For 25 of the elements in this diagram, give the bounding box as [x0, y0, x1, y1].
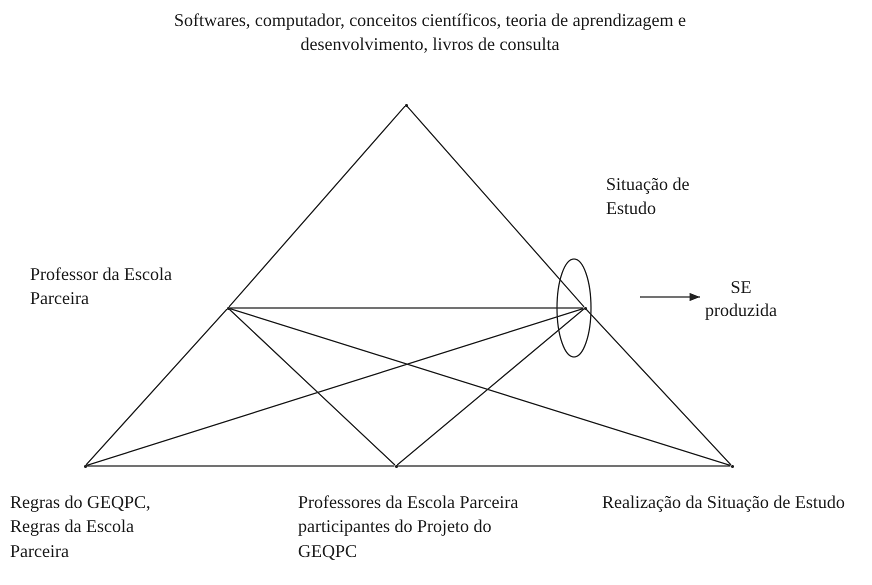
connector-line: [406, 106, 584, 308]
vertex-dot: [584, 306, 586, 310]
node-caption: Professor da Escola Parceira: [30, 263, 173, 310]
node-caption: Professores da Escola Parceira participantes do Projeto do GEQPC: [298, 491, 520, 563]
vertex-dot: [730, 464, 734, 468]
vertex-dot: [394, 464, 398, 468]
vertex-dot: [84, 464, 86, 468]
connector-line: [229, 308, 731, 466]
connector-line: [228, 308, 396, 466]
node-caption: Regras do GEQPC, Regras da Escola Parceira: [10, 491, 152, 563]
vertex-dot: [226, 306, 230, 310]
connector-line: [398, 465, 730, 467]
connector-line: [396, 308, 584, 466]
connector-line: [230, 307, 584, 309]
connector-line: [228, 106, 406, 308]
connector-line: [86, 465, 394, 467]
node-caption: Softwares, computador, conceitos científicos, teoria de aprendizagem e desenvolvimento, livros de consulta: [172, 9, 688, 56]
connector-line: [86, 308, 228, 466]
connector-line: [586, 308, 732, 466]
arrow: [640, 292, 700, 302]
node-caption: Realização da Situação de Estudo: [602, 491, 846, 514]
node-caption: Situação de Estudo: [606, 173, 690, 220]
connector-line: [86, 308, 584, 466]
vertex-dot: [404, 104, 408, 106]
outcome-label: SE produzida: [700, 276, 782, 323]
